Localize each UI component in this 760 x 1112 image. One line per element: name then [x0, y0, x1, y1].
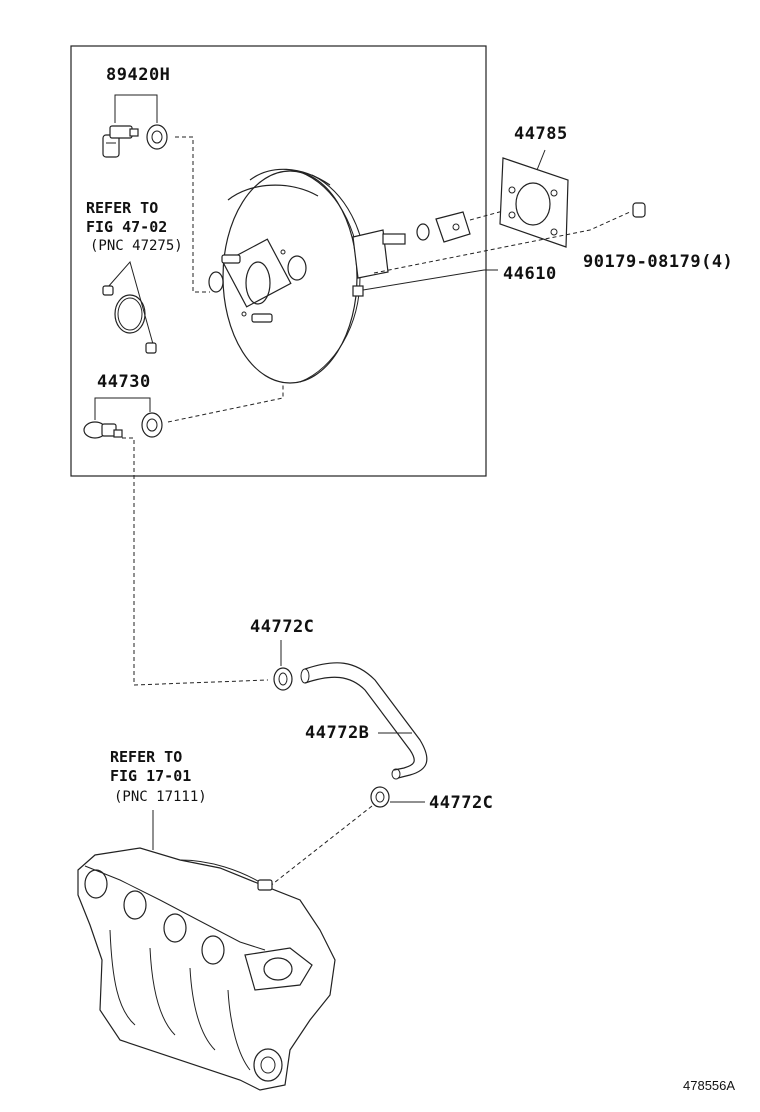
- hose-clamp-icon-top: [273, 667, 293, 691]
- brake-booster-icon: [208, 168, 406, 384]
- gasket-icon: [499, 157, 569, 248]
- refer-top-line3[interactable]: (PNC 47275): [90, 238, 183, 254]
- small-nut-icon-a: [102, 285, 114, 296]
- leader-89420h: [114, 94, 158, 123]
- label-44772c-bottom[interactable]: 44772C: [429, 793, 493, 813]
- grommet-icon-bottom: [141, 412, 163, 438]
- label-44772b[interactable]: 44772B: [305, 723, 369, 743]
- flange-nut-icon: [632, 202, 646, 218]
- label-44785[interactable]: 44785: [514, 124, 568, 144]
- dash-hose-to-manifold: [264, 805, 373, 891]
- small-nut-icon-b: [145, 342, 157, 354]
- intake-manifold-icon: [77, 847, 336, 1091]
- dash-booster-to-nut: [373, 211, 631, 274]
- dash-check-valve-to-hose: [122, 437, 269, 686]
- o-ring-icon: [114, 294, 146, 334]
- clevis-icon: [435, 211, 471, 243]
- dash-clevis-to-gasket: [469, 204, 526, 221]
- label-44730[interactable]: 44730: [97, 372, 151, 392]
- label-90179-08179[interactable]: 90179-08179(4): [583, 252, 733, 272]
- leader-44730: [94, 397, 151, 420]
- refer-top-line1[interactable]: REFER TO: [86, 199, 158, 217]
- label-89420h[interactable]: 89420H: [106, 65, 170, 85]
- refer-bottom-line3[interactable]: (PNC 17111): [114, 789, 207, 805]
- label-44610[interactable]: 44610: [503, 264, 557, 284]
- leader-44610: [362, 269, 498, 291]
- dash-sensor-to-booster: [175, 136, 210, 293]
- leader-refer-top: [107, 260, 154, 345]
- refer-top-line2[interactable]: FIG 47-02: [86, 218, 167, 236]
- vacuum-sensor-icon: [102, 125, 139, 158]
- assembly-frame: [70, 45, 487, 477]
- grommet-icon-top: [146, 124, 168, 150]
- hose-clamp-icon-bottom: [370, 786, 390, 808]
- clevis-nut-icon: [416, 223, 430, 241]
- refer-bottom-line2[interactable]: FIG 17-01: [110, 767, 191, 785]
- vacuum-hose-icon: [300, 662, 428, 780]
- check-valve-icon: [83, 421, 123, 439]
- diagram-code: 478556A: [683, 1078, 735, 1093]
- refer-bottom-line1[interactable]: REFER TO: [110, 748, 182, 766]
- label-44772c-top[interactable]: 44772C: [250, 617, 314, 637]
